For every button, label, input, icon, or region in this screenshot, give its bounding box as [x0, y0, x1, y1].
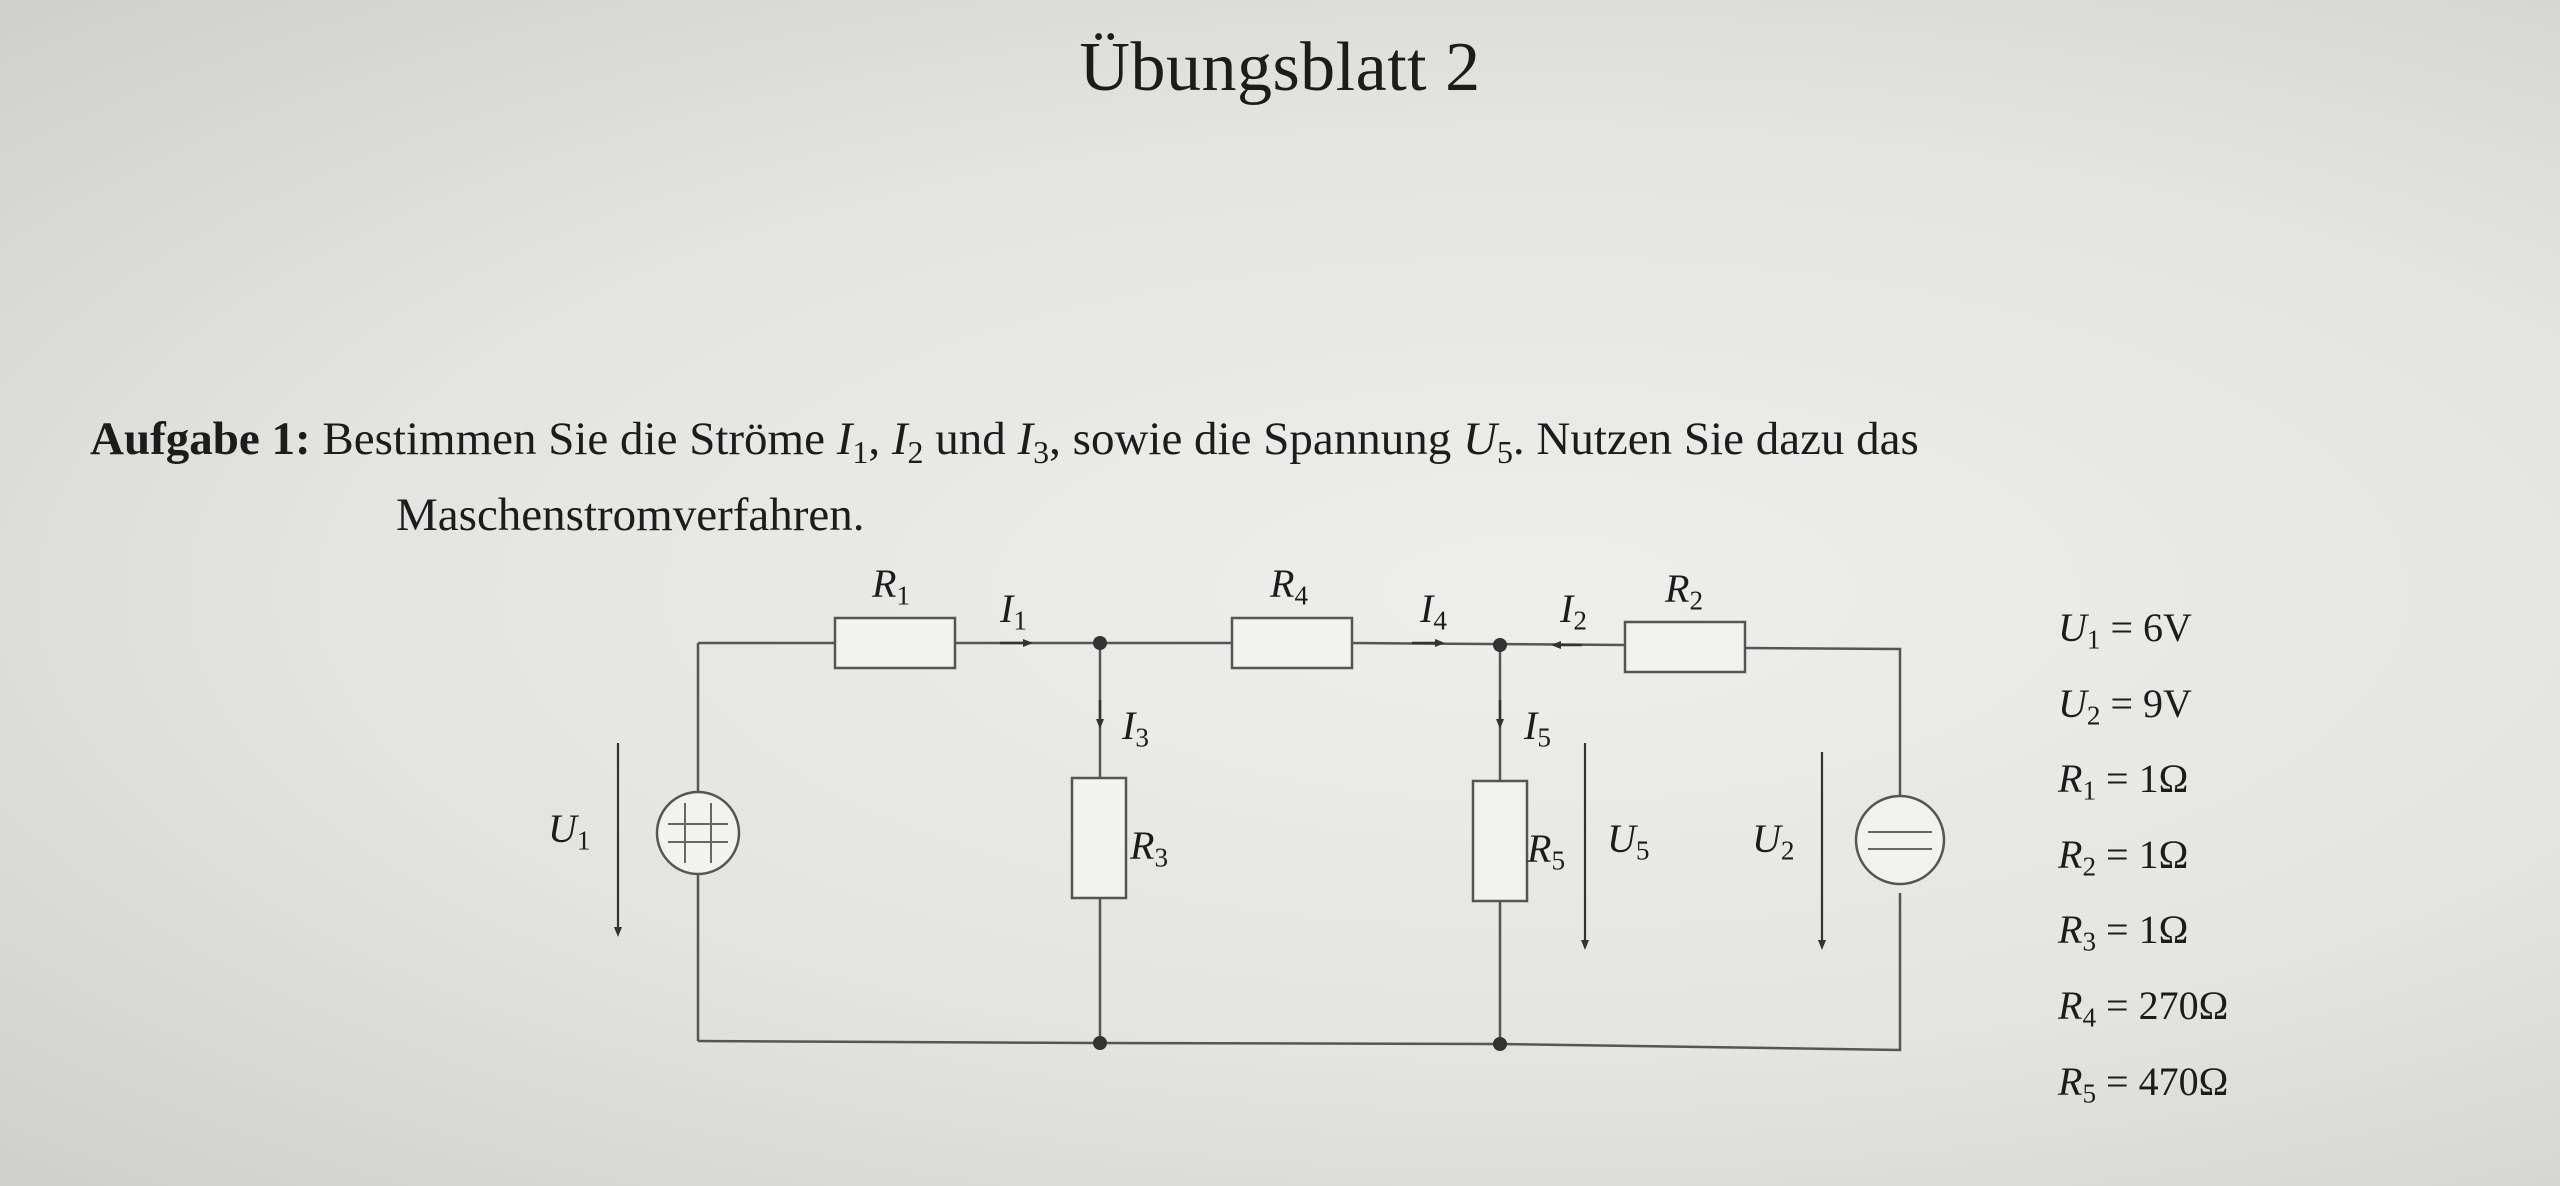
node-top-2 [1493, 638, 1507, 652]
label-r4: R4 [1270, 561, 1309, 611]
source-u2-symbol [1868, 831, 1932, 850]
value-r2: R2 = 1Ω [2058, 831, 2189, 882]
value-u2: U2 = 9V [2058, 680, 2192, 731]
node-top-1 [1093, 636, 1107, 650]
label-i1: I1 [1000, 586, 1027, 636]
label-i3: I3 [1122, 703, 1149, 753]
label-r5: R5 [1527, 826, 1566, 876]
var-i3: I3 [1017, 413, 1050, 470]
label-r2: R2 [1665, 566, 1704, 616]
label-i4: I4 [1420, 586, 1447, 636]
page-title: Übungsblatt 2 [1079, 29, 1481, 106]
label-r1: R1 [872, 561, 911, 611]
resistor-r3 [1070, 776, 1128, 900]
var-i2: I2 [891, 413, 924, 470]
resistor-r5 [1471, 779, 1529, 903]
source-u1 [655, 790, 741, 876]
task-text-1: Bestimmen Sie die Ströme [322, 413, 825, 465]
var-u5: U5 [1462, 413, 1513, 470]
wire-bottom [697, 893, 1902, 1052]
value-u1: U1 = 6V [2058, 605, 2192, 655]
node-bottom-1 [1093, 1036, 1107, 1050]
wire-top-right [1744, 646, 1902, 812]
task-und: und [935, 413, 1006, 465]
task-text-line2: Maschenstromverfahren. [396, 488, 865, 541]
label-u5: U5 [1607, 816, 1650, 866]
resistor-r2 [1623, 620, 1747, 674]
task-text-2: . Nutzen Sie dazu das [1512, 413, 1919, 465]
source-u2 [1854, 794, 1946, 886]
label-u1: U1 [548, 806, 591, 856]
node-bottom-2 [1493, 1037, 1507, 1051]
value-r4: R4 = 270Ω [2058, 983, 2229, 1033]
resistor-r4 [1230, 616, 1354, 670]
label-i2: I2 [1560, 586, 1587, 636]
task-comma: , [868, 413, 881, 465]
resistor-r1 [833, 616, 957, 670]
value-r1: R1 = 1Ω [2058, 756, 2189, 806]
var-i1: I1 [836, 413, 869, 470]
label-u2: U2 [1752, 816, 1795, 866]
task-label: Aufgabe 1: [90, 413, 311, 465]
wire-top-r4-r2 [1351, 641, 1626, 647]
label-i5: I5 [1524, 703, 1551, 753]
task-sowie: , sowie die Spannung [1049, 413, 1452, 465]
given-values: U1 = 6V U2 = 9V R1 = 1Ω R2 = 1Ω R3 = 1Ω … [2058, 596, 2228, 1125]
label-r3: R3 [1130, 823, 1169, 873]
value-r5: R5 = 470Ω [2058, 1058, 2229, 1109]
task-statement: Aufgabe 1: Bestimmen Sie die Ströme I1 , … [90, 408, 2390, 546]
value-r3: R3 = 1Ω [2058, 907, 2189, 958]
source-u1-symbol [668, 803, 728, 863]
